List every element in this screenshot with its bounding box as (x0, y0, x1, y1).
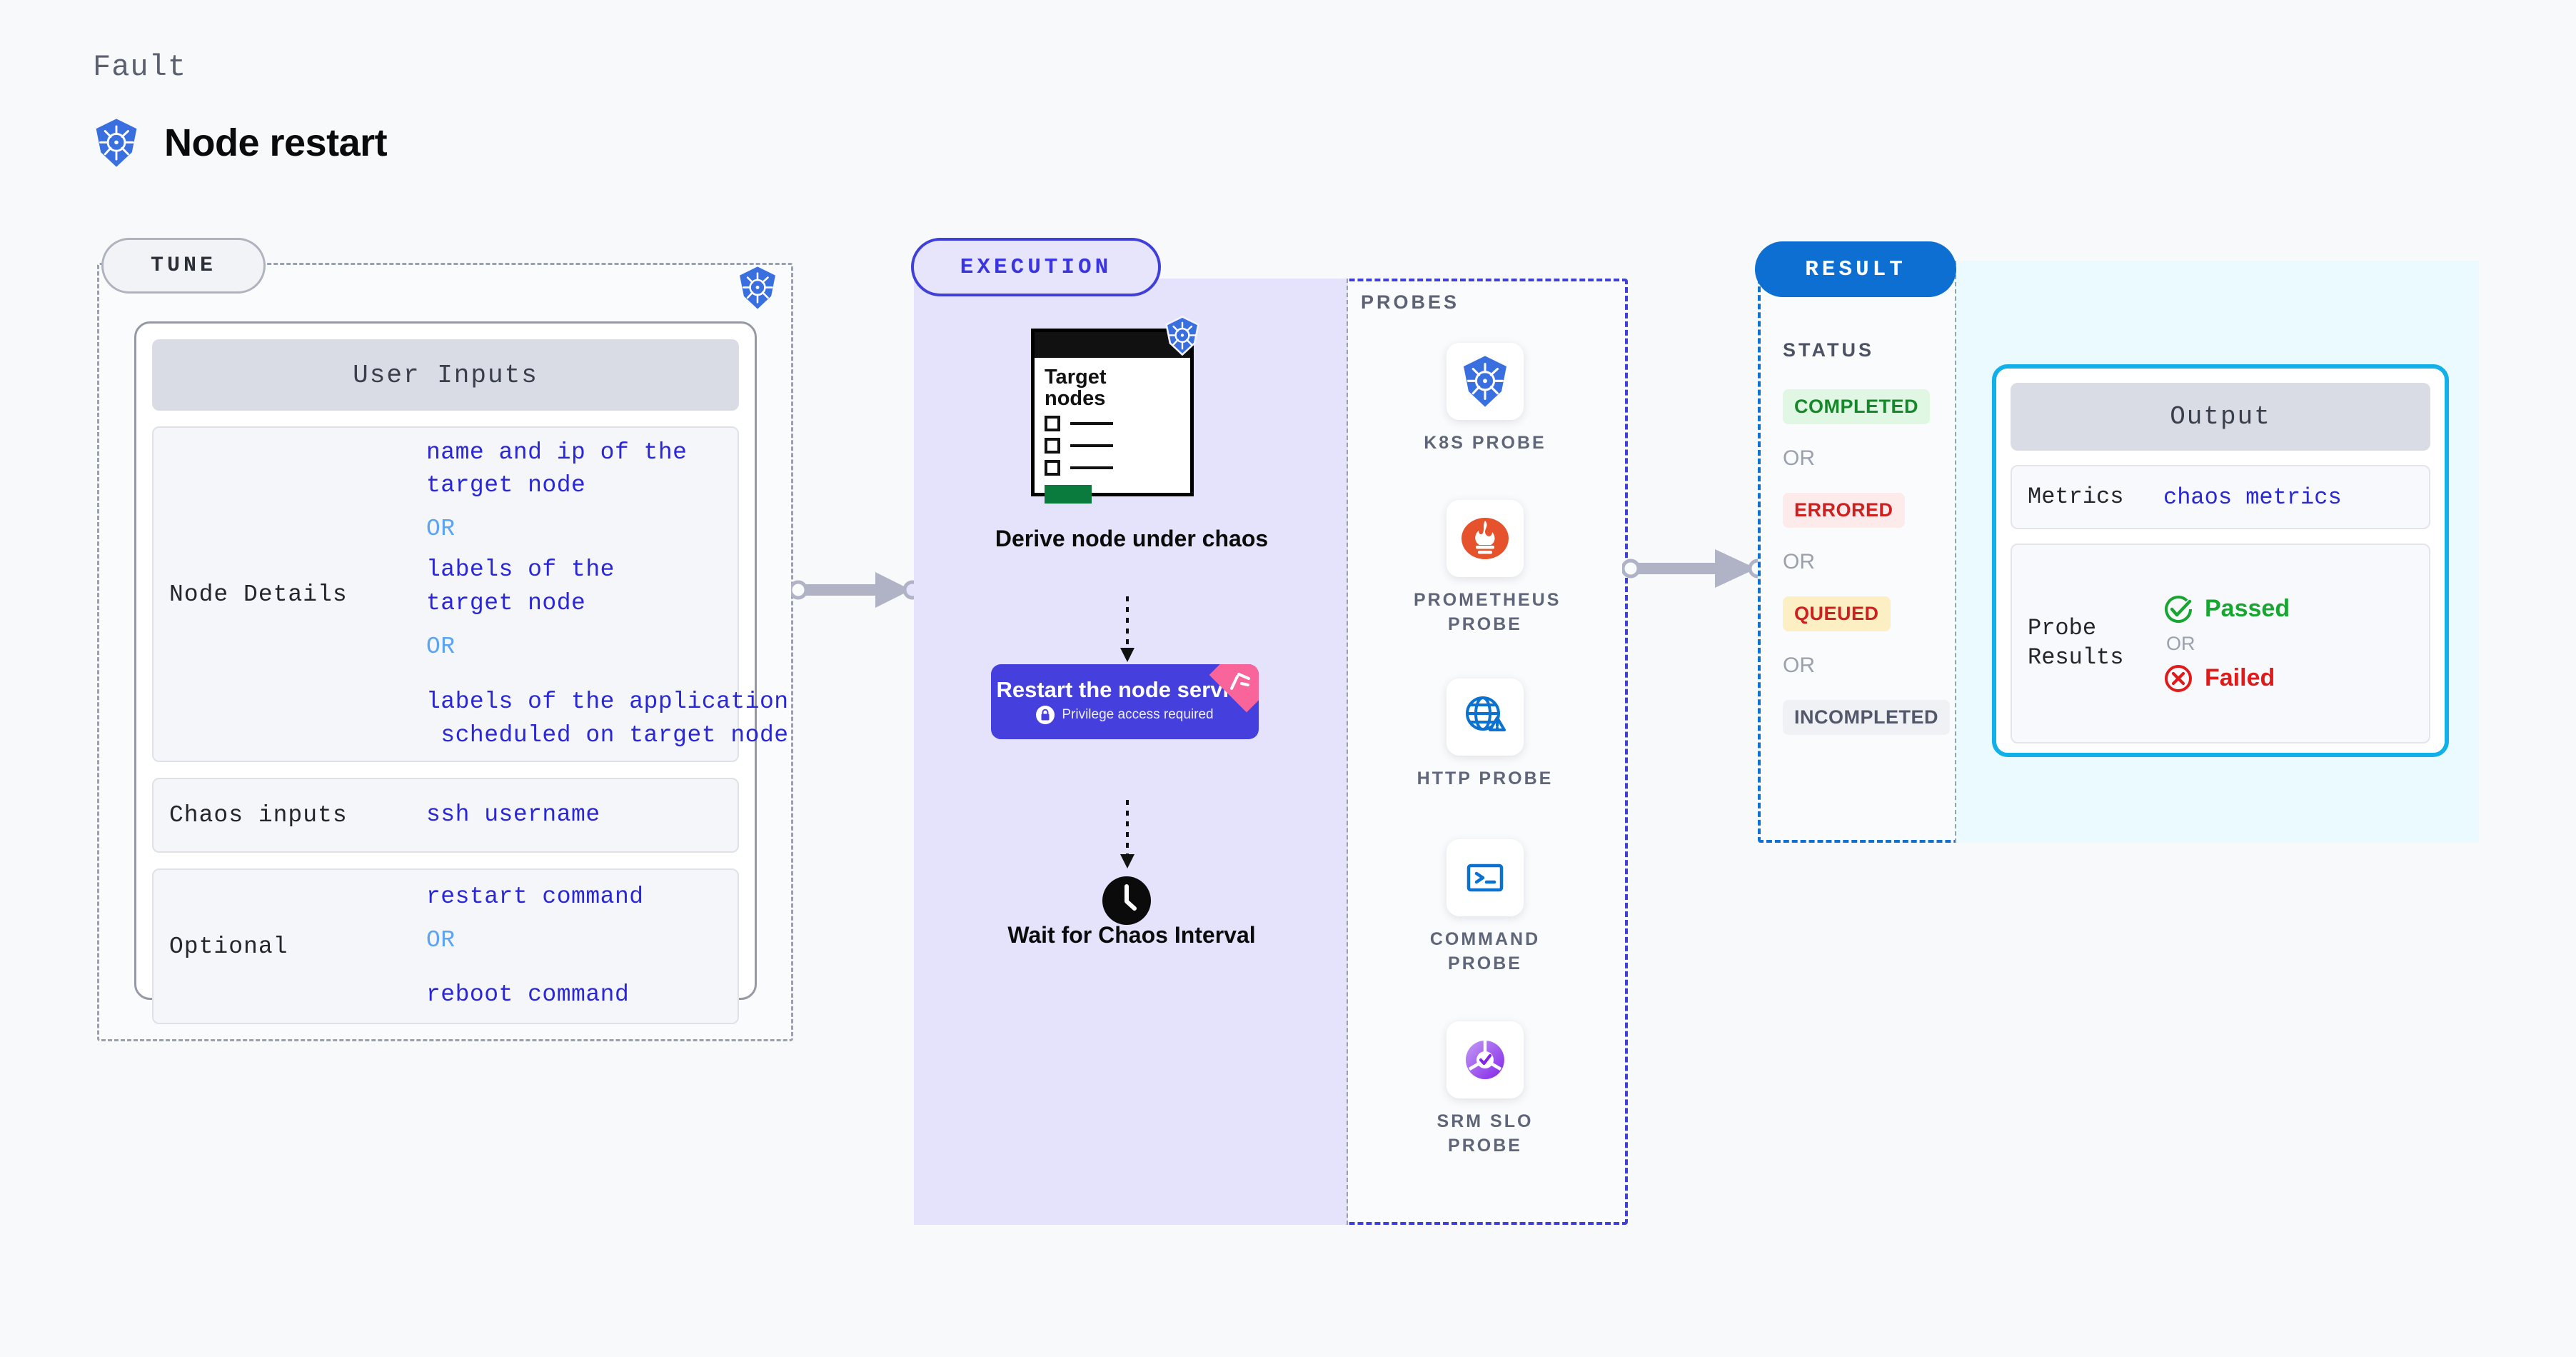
checkbox-icon (1045, 416, 1060, 432)
status-badge: COMPLETED (1783, 389, 1931, 424)
node-details-values: name and ip of the target node OR labels… (426, 436, 789, 753)
placeholder-line (1070, 444, 1113, 448)
prometheus-icon (1447, 500, 1524, 577)
or-separator: OR (426, 516, 456, 543)
probe-passed: Passed (2163, 594, 2290, 624)
chaos-inputs-value: ssh username (426, 801, 600, 828)
lock-icon (1036, 706, 1055, 725)
status-badge: QUEUED (1783, 596, 1891, 631)
kubernetes-icon (737, 266, 778, 314)
privilege-note: Privilege access required (1036, 706, 1214, 725)
target-nodes-window: Target nodes (1031, 329, 1194, 504)
probe-failed-label: Failed (2205, 664, 2275, 691)
table-row: Metrics chaos metrics (2011, 465, 2430, 529)
or-separator: OR (2166, 632, 2195, 654)
kubernetes-icon (93, 118, 140, 168)
status-badge: ERRORED (1783, 493, 1905, 528)
metrics-key: Metrics (2028, 483, 2124, 510)
target-window-title-line1: Target (1045, 366, 1107, 389)
value-line: target node (426, 590, 586, 616)
probe-k8s[interactable]: K8S PROBE (1414, 343, 1556, 456)
tune-pill-label: TUNE (101, 238, 266, 294)
privilege-note-text: Privilege access required (1062, 707, 1214, 723)
probe-label: HTTP PROBE (1417, 768, 1554, 788)
table-row: Optional restart command OR reboot comma… (152, 868, 739, 1024)
page-title: Node restart (164, 121, 388, 164)
connector-execution-to-result (1621, 546, 1768, 594)
or-separator: OR (426, 633, 456, 660)
terminal-icon (1447, 839, 1524, 916)
execution-pill-label: EXECUTION (911, 238, 1161, 296)
user-inputs-card: User Inputs Node Details name and ip of … (134, 321, 788, 1024)
check-circle-icon (2165, 595, 2192, 623)
status-section-label: STATUS (1783, 339, 1874, 361)
probe-passed-label: Passed (2205, 595, 2290, 622)
table-row: Chaos inputs ssh username (152, 778, 739, 853)
value-line: reboot command (426, 981, 630, 1008)
probes-section-label: PROBES (1361, 291, 1460, 313)
window-titlebar (1035, 332, 1190, 358)
probe-results-values: Passed OR Failed (2163, 594, 2290, 693)
flow-arrow-down (1112, 596, 1142, 668)
clock-icon (1101, 875, 1152, 930)
flag-ribbon-glyph (1230, 673, 1250, 690)
or-separator: OR (426, 926, 456, 953)
value-line: target node (426, 472, 586, 499)
value-line: labels of the application (426, 688, 789, 715)
table-row: Node Details name and ip of the target n… (152, 426, 788, 762)
list-item (1045, 438, 1190, 454)
fault-title-row: Node restart (93, 118, 388, 168)
output-title: Output (2011, 383, 2430, 451)
probe-label: PROMETHEUS PROBE (1414, 590, 1561, 634)
flow-arrow-down (1112, 800, 1142, 875)
or-separator: OR (1783, 550, 1815, 574)
optional-values: restart command OR reboot command (426, 881, 644, 1013)
probe-label: K8S PROBE (1424, 433, 1546, 453)
derive-node-caption: Derive node under chaos (995, 526, 1269, 551)
probe-label: COMMAND PROBE (1429, 929, 1541, 973)
chaos-inputs-key: Chaos inputs (169, 802, 348, 828)
node-details-key: Node Details (169, 581, 348, 608)
value-line: scheduled on target node (426, 721, 789, 748)
kubernetes-icon (1164, 316, 1201, 359)
or-separator: OR (1783, 654, 1815, 677)
x-circle-icon (2165, 664, 2192, 692)
user-inputs-title: User Inputs (152, 339, 739, 411)
srm-slo-icon (1447, 1021, 1524, 1098)
probe-failed: Failed (2163, 664, 2290, 693)
list-item (1045, 460, 1190, 476)
placeholder-line (1070, 466, 1113, 470)
http-globe-alert-icon (1447, 678, 1524, 756)
metrics-value: chaos metrics (2163, 484, 2342, 511)
result-pill-label: RESULT (1755, 241, 1956, 297)
optional-key: Optional (169, 933, 288, 960)
value-line: restart command (426, 883, 644, 910)
kubernetes-icon (1447, 343, 1524, 420)
wait-interval-caption: Wait for Chaos Interval (1007, 922, 1256, 948)
connector-tune-to-execution (788, 568, 922, 616)
restart-node-service-step[interactable]: Restart the node service Privilege acces… (991, 664, 1259, 739)
probe-command[interactable]: COMMAND PROBE (1414, 839, 1556, 976)
probe-srm-slo[interactable]: SRM SLO PROBE (1414, 1021, 1556, 1158)
target-window-title-line2: nodes (1045, 387, 1106, 411)
list-item (1045, 416, 1190, 432)
target-window-title: Target nodes (1045, 366, 1190, 409)
value-line: name and ip of the (426, 439, 688, 466)
checkbox-icon (1045, 460, 1060, 476)
probe-http[interactable]: HTTP PROBE (1414, 678, 1556, 791)
or-separator: OR (1783, 446, 1815, 470)
restart-step-title: Restart the node service (996, 676, 1254, 702)
progress-bar (1045, 485, 1092, 504)
placeholder-line (1070, 422, 1113, 426)
value-line: labels of the (426, 556, 615, 584)
fault-label: Fault (93, 50, 187, 84)
status-badge: INCOMPLETED (1783, 700, 1951, 735)
probe-label: SRM SLO PROBE (1437, 1111, 1534, 1156)
probe-prometheus[interactable]: PROMETHEUS PROBE (1414, 500, 1561, 636)
checkbox-icon (1045, 438, 1060, 454)
